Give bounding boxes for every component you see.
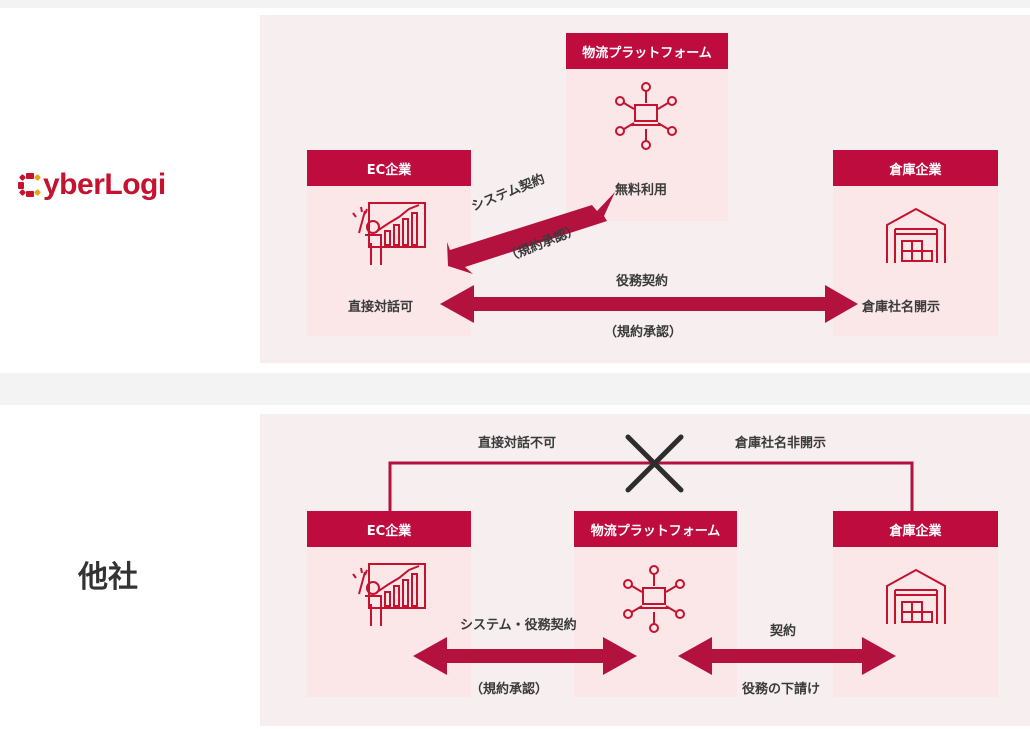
- top-band: [0, 0, 1030, 8]
- cyberlogi-platform-box: 物流プラットフォーム: [566, 33, 728, 221]
- cyberlogi-warehouse-icon: [886, 207, 946, 263]
- cyberlogi-logo-mark: [18, 173, 41, 197]
- system-service-contract-label: システム・役務契約: [460, 618, 577, 633]
- cyberlogi-ec-title: EC企業: [307, 150, 471, 186]
- others-platform-network-laptop-icon: [623, 565, 685, 633]
- name-hidden-label: 倉庫社名非開示: [735, 436, 827, 451]
- system-service-contract-sub: （規約承認）: [470, 682, 549, 697]
- service-contract-sub: （規約承認）: [604, 325, 683, 340]
- system-service-contract-arrow: [413, 637, 637, 675]
- cyberlogi-warehouse-box: 倉庫企業: [833, 150, 998, 336]
- cyberlogi-logo: yberLogi: [17, 168, 166, 202]
- others-platform-title: 物流プラットフォーム: [574, 511, 737, 547]
- contract-label: 契約: [770, 624, 797, 639]
- cyberlogi-logo-text: yberLogi: [43, 168, 166, 201]
- service-contract-arrow: [440, 285, 858, 323]
- others-label: 他社: [78, 560, 138, 595]
- contract-sub: 役務の下請け: [742, 682, 821, 697]
- cyberlogi-platform-title: 物流プラットフォーム: [566, 33, 728, 69]
- cyberlogi-warehouse-note: 倉庫社名開示: [862, 300, 941, 315]
- others-ec-title: EC企業: [307, 511, 471, 547]
- service-contract-label: 役務契約: [616, 274, 669, 289]
- cyberlogi-ec-note: 直接対話可: [348, 300, 414, 315]
- cyberlogi-platform-network-laptop-icon: [615, 82, 677, 150]
- system-contract-arrow: [447, 192, 615, 274]
- cyberlogi-warehouse-title: 倉庫企業: [833, 150, 998, 186]
- others-ec-presenter-chart-icon: [352, 563, 426, 626]
- others-warehouse-title: 倉庫企業: [833, 511, 998, 547]
- others-warehouse-icon: [886, 568, 946, 624]
- cyberlogi-platform-note: 無料利用: [615, 183, 668, 198]
- others-warehouse-box: 倉庫企業: [833, 511, 998, 697]
- cyberlogi-ec-presenter-chart-icon: [352, 202, 426, 265]
- contract-arrow: [678, 637, 896, 675]
- cross-icon: [625, 434, 684, 493]
- direct-talk-label: 直接対話不可: [478, 436, 557, 451]
- divider-band: [0, 373, 1030, 405]
